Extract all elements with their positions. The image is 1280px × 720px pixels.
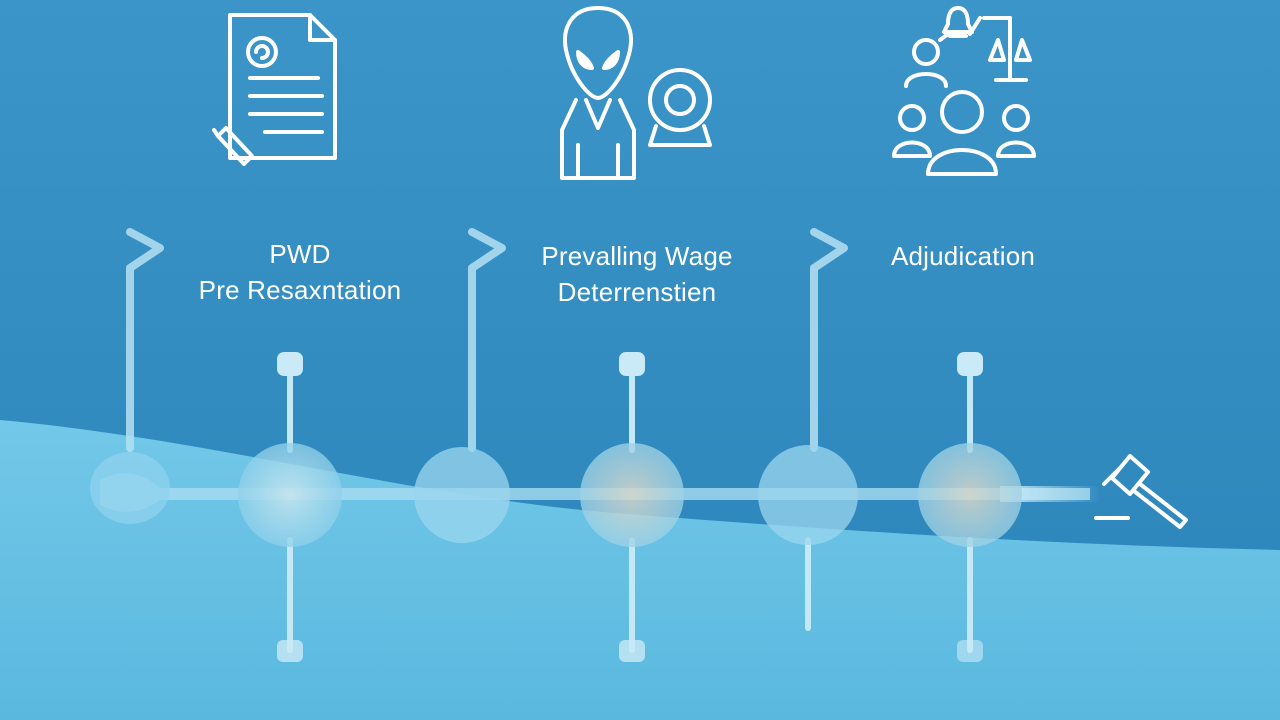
person-with-webcam-icon [560,6,712,180]
timeline-fade [1000,486,1100,502]
timeline-nodes [90,443,1022,547]
stage-label-prevailing-wage: Prevalling Wage Deterrenstien [487,238,787,310]
timeline-connectors [126,228,848,452]
timeline-pins [287,367,973,653]
stage-title: Adjudication [890,241,1036,271]
pin-heads [277,352,983,662]
people-justice-scale-icon [892,6,1036,176]
gavel-icon [1094,454,1188,529]
stage-subtitle: Deterrenstien [557,277,717,307]
stage-label-adjudication: Adjudication [813,238,1113,274]
stage-subtitle: Pre Resaxntation [198,275,402,305]
stage-title: PWD [269,239,331,269]
stage-title: Prevalling Wage [541,241,733,271]
stage-label-pwd: PWD Pre Resaxntation [150,236,450,308]
document-icon [212,13,337,166]
